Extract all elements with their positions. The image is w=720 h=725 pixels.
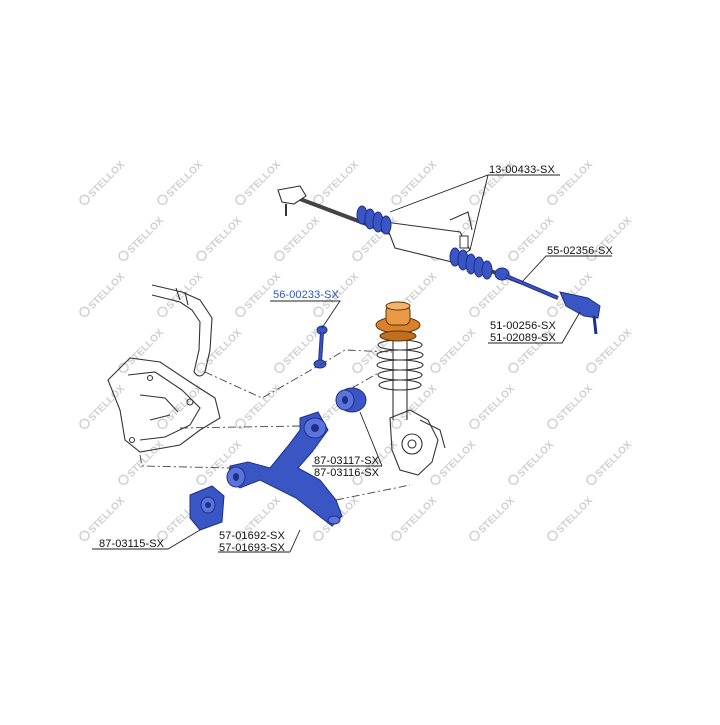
rear-bushing-part: [189, 485, 225, 531]
svg-text:STELLOX: STELLOX: [555, 495, 596, 536]
part-label-87-03115: 87-03115-SX: [99, 538, 165, 550]
steering-rack: [277, 185, 521, 284]
watermark-mark: STELLOX: [118, 327, 166, 374]
stabilizer-bar: [151, 284, 213, 377]
watermark-mark: STELLOX: [547, 383, 596, 430]
part-label-55-02356: 55-02356-SX: [547, 245, 613, 257]
watermark-mark: STELLOX: [391, 495, 440, 542]
svg-text:STELLOX: STELLOX: [477, 383, 518, 424]
part-label-13-00433: 13-00433-SX: [489, 164, 555, 176]
watermark-mark: STELLOX: [547, 495, 596, 542]
strut-mount: [375, 301, 421, 342]
part-label-51-00256: 51-00256-SX: [490, 320, 556, 332]
svg-text:STELLOX: STELLOX: [438, 327, 479, 368]
part-label-56-00233[interactable]: 56-00233-SX: [273, 289, 339, 301]
watermark-mark: STELLOX: [79, 495, 128, 542]
watermark-mark: STELLOX: [469, 383, 518, 430]
watermark-mark: STELLOX: [157, 383, 205, 430]
svg-text:STELLOX: STELLOX: [516, 439, 557, 480]
watermark-mark: STELLOX: [586, 439, 635, 486]
watermark-mark: STELLOX: [469, 495, 518, 542]
assembly-guide-lines: [139, 349, 411, 501]
watermark-mark: STELLOX: [79, 159, 128, 206]
watermark-mark: STELLOX: [235, 383, 283, 430]
tie-rod-end: [559, 291, 601, 335]
svg-text:STELLOX: STELLOX: [594, 327, 635, 368]
leader-lines: [92, 174, 612, 553]
watermark-mark: STELLOX: [118, 439, 166, 486]
watermark-mark: STELLOX: [430, 327, 479, 374]
part-label-57-01692: 57-01692-SX: [219, 530, 285, 542]
part-label-51-02089: 51-02089-SX: [490, 332, 556, 344]
svg-text:STELLOX: STELLOX: [165, 159, 206, 200]
svg-text:STELLOX: STELLOX: [594, 439, 635, 480]
watermark-mark: STELLOX: [157, 271, 205, 318]
watermark-mark: STELLOX: [196, 215, 245, 262]
front-bushing-part: [335, 387, 367, 413]
watermark-mark: STELLOX: [79, 271, 128, 318]
watermark-pattern: STELLOX STELLOX STELLOX STELLOX STELLOX STELL…: [79, 159, 635, 542]
watermark-mark: STELLOX: [586, 327, 635, 374]
steering-knuckle: [389, 409, 446, 476]
svg-text:STELLOX: STELLOX: [399, 495, 440, 536]
watermark-mark: STELLOX: [508, 439, 557, 486]
svg-text:STELLOX: STELLOX: [399, 159, 440, 200]
stabilizer-link-part: [313, 325, 328, 369]
watermark-mark: STELLOX: [313, 159, 362, 206]
svg-text:STELLOX: STELLOX: [87, 271, 128, 312]
svg-text:STELLOX: STELLOX: [555, 383, 596, 424]
svg-text:STELLOX: STELLOX: [282, 215, 323, 256]
watermark-mark: STELLOX: [235, 159, 284, 206]
watermark-mark: STELLOX: [274, 327, 322, 374]
svg-text:STELLOX: STELLOX: [87, 495, 128, 536]
svg-text:STELLOX: STELLOX: [321, 159, 362, 200]
svg-text:STELLOX: STELLOX: [555, 159, 596, 200]
svg-text:STELLOX: STELLOX: [243, 159, 284, 200]
svg-text:STELLOX: STELLOX: [126, 215, 167, 256]
part-label-87-03116: 87-03116-SX: [314, 467, 380, 479]
watermark-mark: STELLOX: [274, 215, 323, 262]
svg-text:STELLOX: STELLOX: [399, 383, 440, 424]
watermark-mark: STELLOX: [79, 383, 127, 430]
control-arm-part: [226, 411, 343, 527]
watermark-mark: STELLOX: [196, 327, 244, 374]
svg-text:STELLOX: STELLOX: [87, 159, 128, 200]
part-label-87-03117: 87-03117-SX: [314, 455, 380, 467]
watermark-mark: STELLOX: [118, 215, 167, 262]
watermark-mark: STELLOX: [157, 159, 206, 206]
watermark-mark: STELLOX: [391, 159, 440, 206]
part-label-57-01693: 57-01693-SX: [219, 542, 285, 554]
svg-text:STELLOX: STELLOX: [477, 495, 518, 536]
svg-text:STELLOX: STELLOX: [204, 215, 245, 256]
subframe: [107, 357, 221, 453]
inner-tie-rod: [494, 267, 559, 300]
